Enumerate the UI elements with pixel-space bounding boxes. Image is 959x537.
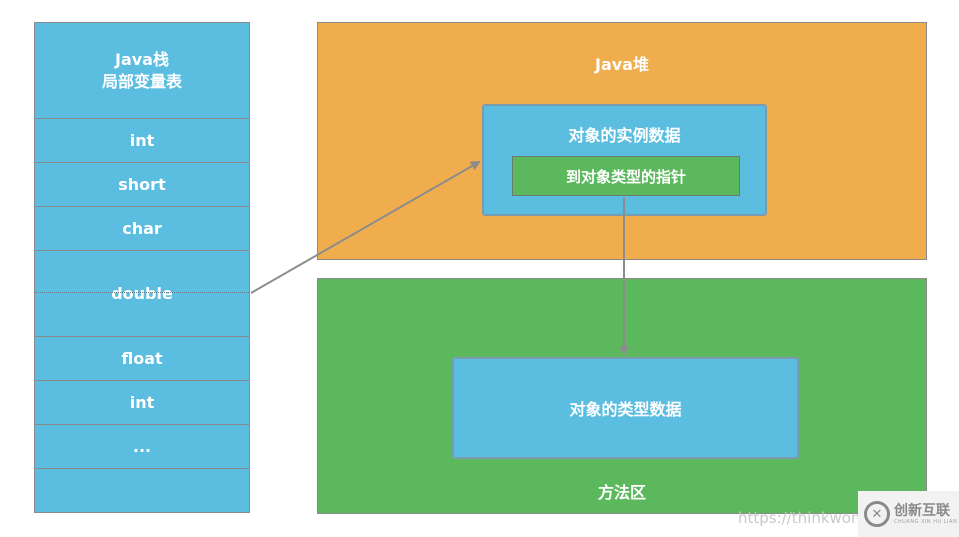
logo-cn: 创新互联 <box>894 502 950 519</box>
stack-cell-float: float <box>35 337 249 381</box>
type-pointer-label: 到对象类型的指针 <box>565 167 686 186</box>
stack-header: Java栈 局部变量表 <box>35 23 249 119</box>
stack-cell-short: short <box>35 163 249 207</box>
instance-data-label: 对象的实例数据 <box>568 126 681 145</box>
stack-cell-label: int <box>129 393 155 412</box>
logo-text: 创新互联 CHUANG XIN HU LIAN <box>894 504 957 525</box>
type-data-label: 对象的类型数据 <box>569 400 682 419</box>
stack-cell-char: char <box>35 207 249 251</box>
stack-cell-ellipsis: ... <box>35 425 249 469</box>
logo-icon: ✕ <box>864 501 890 527</box>
reference-arrow <box>250 161 481 294</box>
stack-cell-label: int <box>129 131 155 150</box>
method-area-title: 方法区 <box>597 483 646 502</box>
object-instance-data-box: 对象的实例数据 到对象类型的指针 <box>482 104 767 216</box>
stack-title: Java栈 <box>115 49 169 69</box>
logo-en: CHUANG XIN HU LIAN <box>894 518 958 525</box>
stack-cell-int-2: int <box>35 381 249 425</box>
watermark-url: https://thinkwon.b <box>738 509 875 527</box>
logo: ✕ 创新互联 CHUANG XIN HU LIAN <box>858 491 959 537</box>
stack-cell-int: int <box>35 119 249 163</box>
stack-cell-label: short <box>118 175 166 194</box>
stack-cell-label: double <box>111 284 173 303</box>
object-type-data-box: 对象的类型数据 <box>452 357 799 459</box>
heap-title: Java堆 <box>595 55 649 74</box>
stack-cell-double: double <box>35 251 249 337</box>
java-stack: Java栈 局部变量表 int short char double float … <box>34 22 250 513</box>
local-variable-table-title: 局部变量表 <box>101 71 182 91</box>
stack-cell-label: ... <box>132 437 152 456</box>
type-pointer-box: 到对象类型的指针 <box>512 156 740 196</box>
stack-cell-label: char <box>122 219 162 238</box>
double-slot-divider <box>35 292 249 293</box>
stack-cell-label: float <box>121 349 163 368</box>
